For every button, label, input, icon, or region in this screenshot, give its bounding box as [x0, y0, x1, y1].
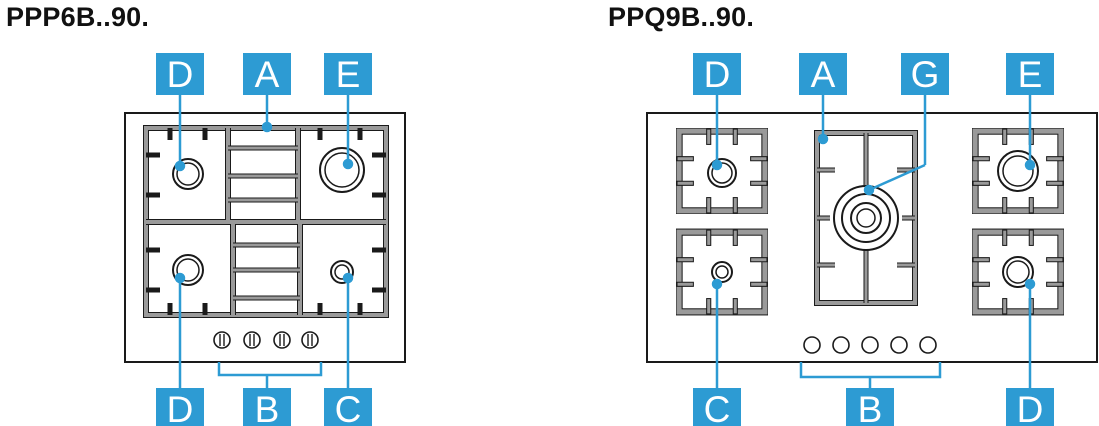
svg-text:E: E — [1018, 54, 1043, 95]
svg-text:B: B — [255, 389, 280, 426]
label-left-A: A — [243, 53, 291, 95]
model-title-left: PPP6B..90. — [6, 2, 150, 32]
svg-text:G: G — [911, 54, 940, 95]
label-right-B: B — [846, 388, 894, 426]
callouts-right — [711, 95, 1036, 390]
knob-1 — [213, 331, 231, 349]
label-right-G: G — [901, 53, 949, 95]
label-left-B: B — [243, 388, 291, 426]
label-right-C: C — [693, 388, 741, 426]
label-left-C: C — [324, 388, 372, 426]
hob-right: D A G E C B D — [646, 53, 1098, 426]
hob-left: D A E D B C — [124, 53, 406, 426]
svg-text:E: E — [336, 54, 361, 95]
grate-right-center — [814, 130, 918, 306]
label-right-D-bottom: D — [1006, 388, 1054, 426]
svg-text:B: B — [858, 389, 883, 426]
label-right-D-top: D — [693, 53, 741, 95]
knob-1 — [803, 336, 821, 354]
model-title-right: PPQ9B..90. — [608, 2, 755, 32]
knob-5 — [919, 336, 937, 354]
knob-2 — [243, 331, 261, 349]
burner-right-wok — [833, 185, 899, 251]
svg-text:C: C — [335, 389, 362, 426]
svg-text:D: D — [704, 54, 731, 95]
svg-text:D: D — [167, 389, 194, 426]
knob-4 — [301, 331, 319, 349]
knob-2 — [832, 336, 850, 354]
label-left-D-bottom: D — [156, 388, 204, 426]
knob-4 — [890, 336, 908, 354]
callouts-left — [174, 95, 354, 390]
label-right-A: A — [799, 53, 847, 95]
burner-right-rear-right — [1002, 256, 1034, 288]
burner-left-front-right — [319, 147, 365, 193]
burner-right-front-right — [997, 150, 1039, 192]
burner-right-rear-left — [711, 261, 733, 283]
svg-text:C: C — [704, 389, 731, 426]
knob-3 — [273, 331, 291, 349]
svg-text:D: D — [1017, 389, 1044, 426]
svg-text:A: A — [255, 54, 280, 95]
svg-text:D: D — [167, 54, 194, 95]
svg-text:A: A — [811, 54, 836, 95]
label-left-E: E — [324, 53, 372, 95]
label-right-E: E — [1006, 53, 1054, 95]
knob-3 — [861, 336, 879, 354]
knobs-right — [803, 336, 937, 354]
label-left-D-top: D — [156, 53, 204, 95]
